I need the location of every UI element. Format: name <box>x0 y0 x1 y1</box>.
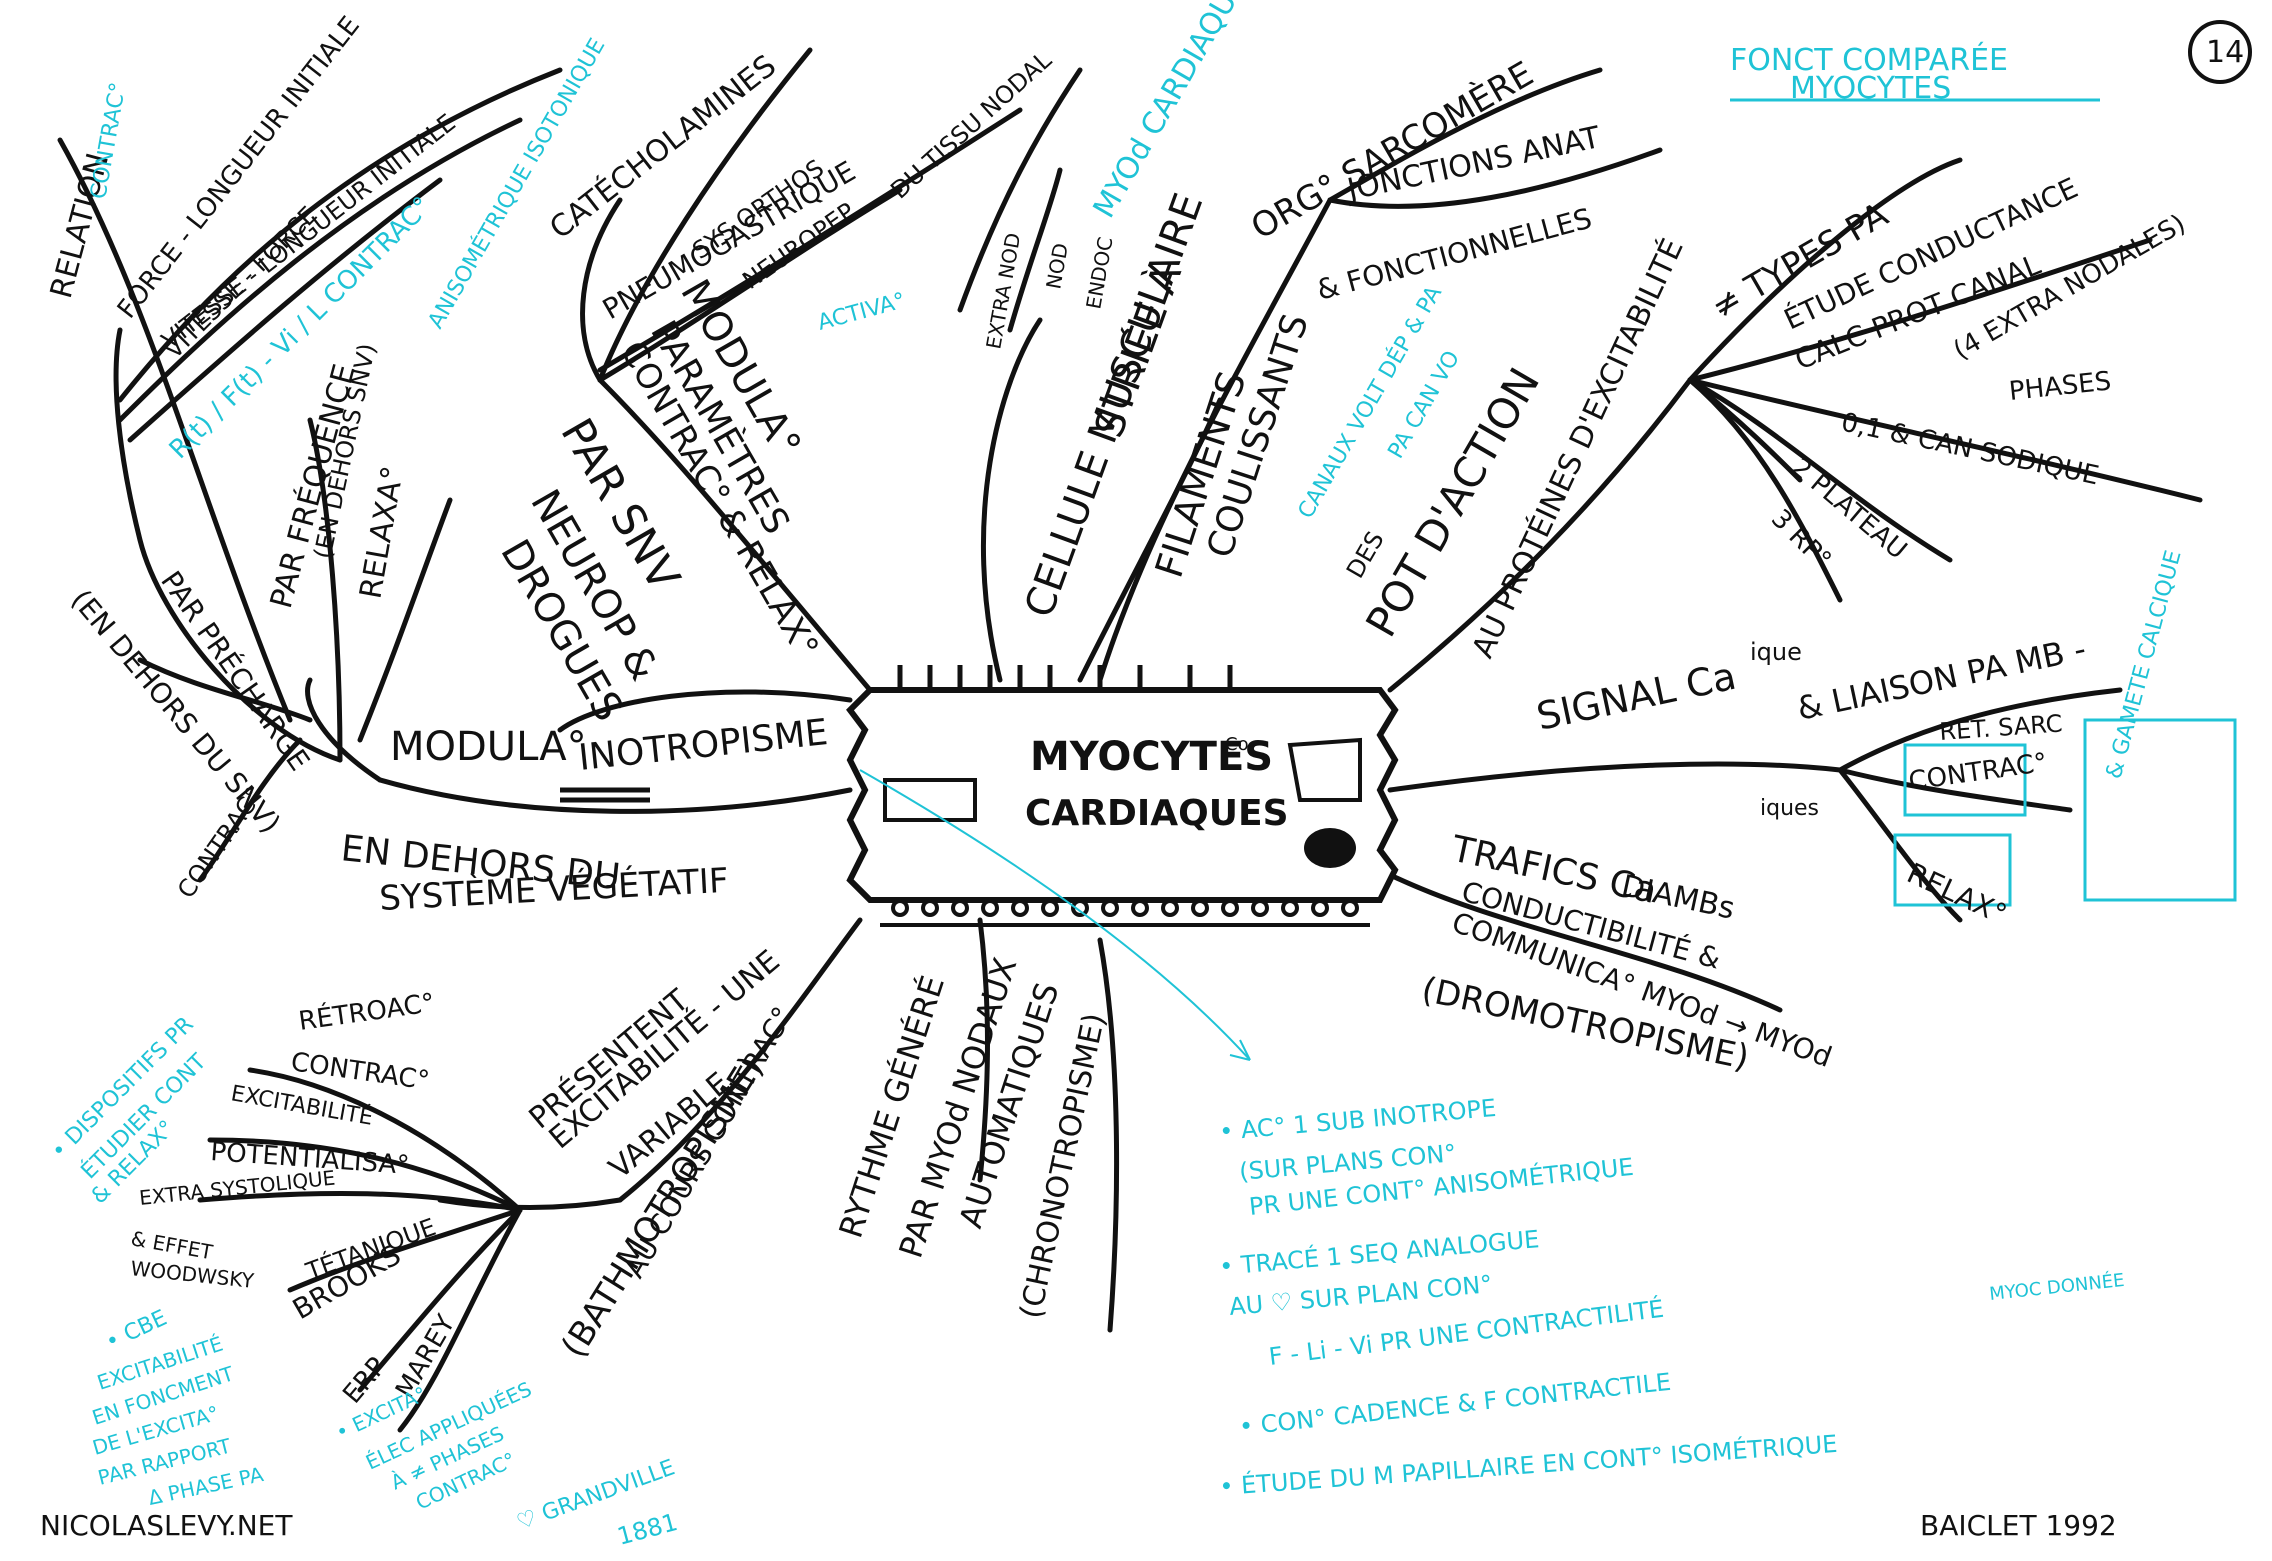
center-title-1: MYOCYTES <box>1030 734 1273 780</box>
phases-label: PHASES <box>2008 366 2113 407</box>
right-note-5: AU ♡ SUR PLAN CON° <box>1228 1270 1493 1321</box>
tissu-label: DU TISSU NODAL <box>885 46 1057 205</box>
branch-lines <box>57 47 2203 1433</box>
corner-note-2: MYOCYTES <box>1790 71 1951 106</box>
chip-left-component <box>883 778 977 822</box>
diambs-label: DIAMBs <box>1618 869 1737 927</box>
signal-contrac: CONTRAC° <box>1907 748 2049 797</box>
page-number-circle <box>2188 20 2252 84</box>
chip-pins-top <box>897 665 1233 690</box>
signal-sup: ique <box>1750 638 1802 666</box>
cyan-arrow <box>859 769 1251 1061</box>
ret-label: RET. SARC <box>1938 709 2063 746</box>
modula-label: MODULA° <box>390 724 587 770</box>
relaxa-label: RELAXA° <box>353 464 411 602</box>
extra-label: EXTRA NOD <box>981 231 1025 351</box>
cyan-contrac: CONTRAC° <box>86 80 131 201</box>
nod-label: NOD <box>1041 241 1073 291</box>
cyan-box-contrac <box>1903 743 2027 817</box>
cyan-box-gamete <box>2083 718 2237 902</box>
footer-left: NICOLASLEVY.NET <box>40 1509 293 1542</box>
trafic-sup: iques <box>1760 796 1819 821</box>
rp-label: 3 RP° <box>1765 504 1837 576</box>
phase01-label: 0,1 & CAN SODIQUE <box>1839 408 2102 492</box>
right-note-7: • CON° CADENCE & F CONTRACTILE <box>1238 1368 1673 1441</box>
chip-right-component <box>1287 737 1362 802</box>
signal-label: SIGNAL Ca <box>1533 654 1740 739</box>
activa-label: ACTIVA° <box>815 288 908 335</box>
right-note-8: • ÉTUDE DU M PAPILLAIRE EN CONT° ISOMÉTR… <box>1218 1429 1838 1501</box>
right-note-1: • AC° 1 SUB INOTROPE <box>1218 1094 1497 1146</box>
page-number: 14 <box>2206 35 2244 70</box>
retroac-label: RÉTROAC° <box>297 986 437 1037</box>
right-note-4: • TRACÉ 1 SEQ ANALOGUE <box>1218 1224 1540 1281</box>
extrasyst-label: EXTRA SYSTOLIQUE <box>138 1166 336 1210</box>
inotropisme-label: INOTROPISME <box>577 712 830 779</box>
endoc-label: ENDOC <box>1081 235 1117 311</box>
contrac-label: CONTRAC° <box>172 782 269 904</box>
center-title-2: CARDIAQUES <box>1025 793 1289 834</box>
underline-marks <box>560 787 650 803</box>
footer-right: BAICLET 1992 <box>1920 1509 2117 1542</box>
corner-note-1: FONCT COMPARÉE <box>1730 42 2008 78</box>
cyan-box-relax <box>1893 833 2012 907</box>
woodwsky-label: WOODWSKY <box>129 1256 255 1293</box>
chip-pins-bottom <box>880 899 1370 927</box>
center-note: Co <box>1225 734 1249 755</box>
right-note-6b: MYOC DONNÉE <box>1988 1269 2125 1305</box>
branch-modula <box>377 777 853 814</box>
cyan-cbe-1: • CBE <box>102 1306 171 1356</box>
bathmo-contrac: CONTRAC° <box>289 1047 431 1096</box>
chip-dot <box>1304 828 1356 868</box>
gamete-label: & GAMETE CALCIQUE <box>2102 548 2187 782</box>
fonctionnelles-label: & FONCTIONNELLES <box>1313 202 1595 307</box>
cyan-year: 1881 <box>614 1508 680 1551</box>
excitabilite-label: EXCITABILITÉ <box>229 1080 375 1131</box>
